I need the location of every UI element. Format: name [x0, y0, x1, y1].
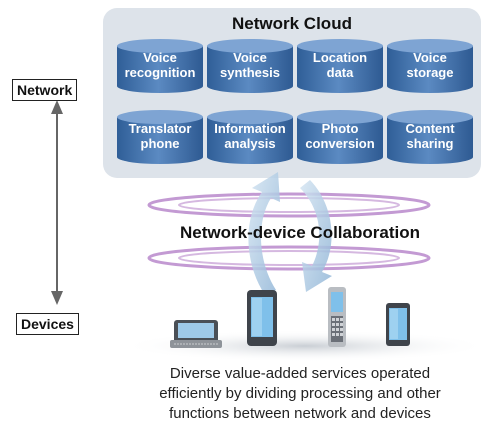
vertical-double-arrow	[51, 100, 63, 305]
service-label: recognition	[124, 65, 196, 80]
service-label: storage	[406, 65, 454, 80]
service-label: conversion	[305, 136, 375, 151]
service-label: Voice	[233, 50, 267, 65]
service-label: analysis	[224, 136, 276, 151]
caption: Diverse value-added services operated ef…	[110, 364, 486, 424]
service-label: Content	[405, 121, 455, 136]
smartphone-icon	[247, 290, 277, 346]
collaboration-rings	[147, 192, 431, 271]
network-label: Network	[12, 79, 78, 101]
service-label: Photo	[321, 121, 359, 136]
tablet-icon	[170, 320, 222, 348]
service-label: Voice	[143, 50, 177, 65]
feature-phone-icon	[328, 287, 346, 347]
circular-arrows-icon	[248, 172, 332, 295]
service-label: Information	[214, 121, 286, 136]
service-label: Voice	[413, 50, 447, 65]
service-label: synthesis	[220, 65, 280, 80]
caption-line: efficiently by dividing processing and o…	[159, 385, 441, 402]
service-label: phone	[140, 136, 180, 151]
service-label: data	[326, 65, 354, 80]
service-label: sharing	[406, 136, 454, 151]
smartphone-small-icon	[386, 303, 410, 346]
service-label: Location	[312, 50, 368, 65]
caption-line: Diverse value-added services operated	[169, 365, 431, 382]
collaboration-title: Network-device Collaboration	[180, 223, 420, 242]
devices-label: Devices	[16, 313, 79, 335]
cloud-title: Network Cloud	[232, 14, 352, 33]
caption-line: functions between network and devices	[169, 405, 431, 422]
service-label: Translator	[128, 121, 192, 136]
